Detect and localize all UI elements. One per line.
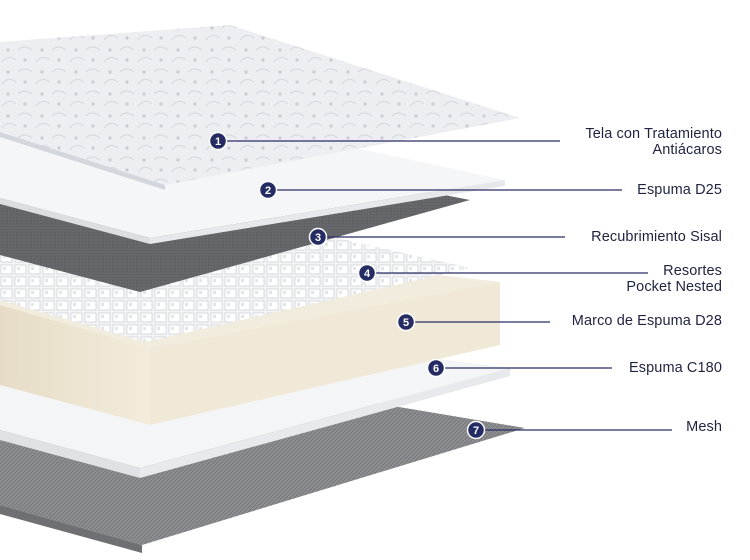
label-layer-6: Espuma C180 — [629, 360, 722, 376]
marker-2: 2 — [258, 180, 278, 200]
label-layer-7: Mesh — [686, 419, 722, 435]
label-layer-5-line-1: Marco de Espuma D28 — [571, 313, 722, 329]
marker-7-number: 7 — [473, 425, 479, 437]
marker-6: 6 — [426, 358, 446, 378]
layer-1-fabric — [0, 25, 520, 190]
label-layer-4-line-1: Resortes — [663, 263, 722, 279]
marker-4: 4 — [357, 263, 377, 283]
label-layer-1-line-2: Antiácaros — [652, 142, 722, 158]
marker-3: 3 — [308, 227, 328, 247]
marker-4-number: 4 — [364, 268, 371, 280]
label-layer-2: Espuma D25 — [637, 182, 722, 198]
label-layer-1: Tela con Tratamiento Antiácaros — [585, 126, 722, 158]
label-layer-3-line-1: Recubrimiento Sisal — [591, 229, 722, 245]
marker-7: 7 — [466, 420, 486, 440]
marker-5-number: 5 — [403, 317, 409, 329]
marker-5: 5 — [396, 312, 416, 332]
marker-6-number: 6 — [433, 363, 439, 375]
leader-lines — [222, 140, 672, 431]
marker-1-number: 1 — [215, 136, 221, 148]
marker-3-number: 3 — [315, 232, 321, 244]
label-layer-1-line-1: Tela con Tratamiento — [585, 126, 722, 142]
marker-1: 1 — [208, 131, 228, 151]
label-layer-3: Recubrimiento Sisal — [591, 229, 722, 245]
label-layer-6-line-1: Espuma C180 — [629, 360, 722, 376]
marker-2-number: 2 — [265, 185, 271, 197]
label-layer-4-line-2: Pocket Nested — [626, 279, 722, 295]
label-layer-5: Marco de Espuma D28 — [572, 313, 722, 329]
label-layer-4: Resortes Pocket Nested — [626, 263, 722, 295]
label-layer-7-line-1: Mesh — [686, 419, 722, 435]
label-layer-2-line-1: Espuma D25 — [637, 182, 722, 198]
